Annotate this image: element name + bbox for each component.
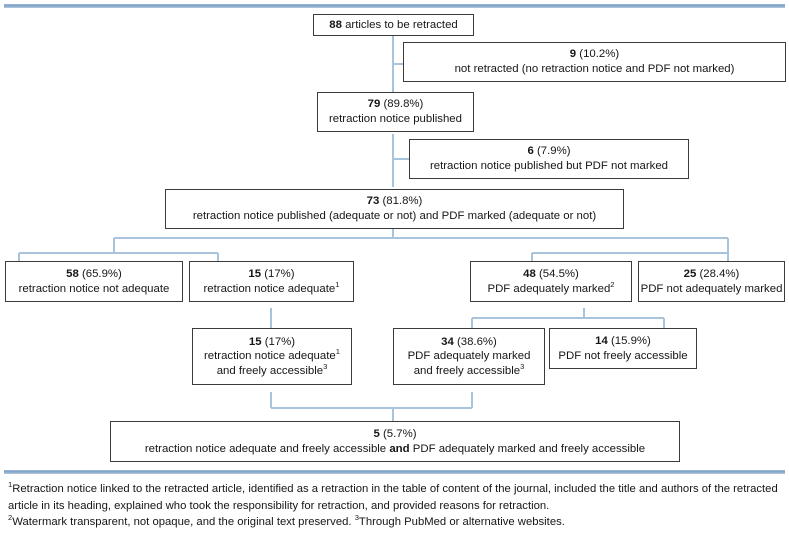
node-final-both-adequate-and-free[interactable]: 5 (5.7%) retraction notice adequate and … xyxy=(110,421,680,462)
node-notice-published-pdf-not-marked[interactable]: 6 (7.9%) retraction notice published but… xyxy=(409,139,689,179)
node-notice-published-and-pdf-marked-line1: 73 (81.8%) xyxy=(366,195,423,208)
node-final-line2: retraction notice adequate and freely ac… xyxy=(144,442,646,455)
node-pdf-adequately-marked-line1: 48 (54.5%) xyxy=(523,267,579,280)
node-total-articles-line1: 88 articles to be retracted xyxy=(329,18,458,31)
footnote-2-and-3: 2Watermark transparent, not opaque, and … xyxy=(8,514,784,531)
footnote-1-marker: 1 xyxy=(8,480,13,490)
node-pdf-adequately-marked-line2: PDF adequately marked2 xyxy=(487,279,615,295)
node-retraction-notice-published[interactable]: 79 (89.8%) retraction notice published xyxy=(317,92,474,132)
footnotes-block: 1Retraction notice linked to the retract… xyxy=(8,481,784,531)
footnote-ref-1: 1 xyxy=(335,279,340,289)
node-notice-adequate-and-freely-accessible[interactable]: 15 (17%) retraction notice adequate1 and… xyxy=(192,328,352,385)
node-retraction-notice-published-line2: retraction notice published xyxy=(329,113,462,125)
footnote-1-text: Retraction notice linked to the retracte… xyxy=(8,483,778,512)
node-retraction-notice-adequate-line2: retraction notice adequate1 xyxy=(203,279,340,295)
node-notice-adequate-free-line3: and freely accessible3 xyxy=(216,362,328,377)
node-retraction-notice-adequate-line1: 15 (17%) xyxy=(248,267,295,280)
footnote-2-text: Watermark transparent, not opaque, and t… xyxy=(12,516,355,529)
node-total-articles[interactable]: 88 articles to be retracted xyxy=(313,14,474,36)
footnote-ref-2: 2 xyxy=(610,279,615,289)
node-not-retracted[interactable]: 9 (10.2%) not retracted (no retraction n… xyxy=(403,42,786,82)
footnote-ref-1: 1 xyxy=(335,347,340,357)
top-divider-rule xyxy=(4,4,785,8)
node-notice-adequate-free-line2: retraction notice adequate1 xyxy=(204,347,340,363)
node-retraction-notice-published-line1: 79 (89.8%) xyxy=(367,98,424,111)
node-pdf-adequately-marked[interactable]: 48 (54.5%) PDF adequately marked2 xyxy=(470,261,632,302)
node-pdf-marked-free-line3: and freely accessible3 xyxy=(413,362,525,377)
node-pdf-not-freely-accessible[interactable]: 14 (15.9%) PDF not freely accessible xyxy=(549,328,697,369)
node-pdf-not-adequately-marked-line1: 25 (28.4%) xyxy=(683,267,740,280)
bottom-divider-rule xyxy=(4,470,785,474)
node-pdf-adequately-marked-and-freely-accessible[interactable]: 34 (38.6%) PDF adequately marked and fre… xyxy=(393,328,545,385)
footnote-3-text: Through PubMed or alternative websites. xyxy=(358,516,565,529)
footnote-2-marker: 2 xyxy=(8,513,13,523)
node-pdf-not-free-line2: PDF not freely accessible xyxy=(558,349,688,362)
node-pdf-marked-free-line1: 34 (38.6%) xyxy=(441,335,497,348)
footnote-1: 1Retraction notice linked to the retract… xyxy=(8,481,784,514)
node-not-retracted-line1: 9 (10.2%) xyxy=(569,48,620,61)
footnote-3-marker: 3 xyxy=(354,513,359,523)
node-notice-published-pdf-not-marked-line2: retraction notice published but PDF not … xyxy=(429,160,669,172)
node-pdf-not-free-line1: 14 (15.9%) xyxy=(595,334,651,347)
node-retraction-notice-not-adequate-line1: 58 (65.9%) xyxy=(66,267,122,280)
node-notice-published-and-pdf-marked[interactable]: 73 (81.8%) retraction notice published (… xyxy=(165,189,624,229)
node-retraction-notice-not-adequate[interactable]: 58 (65.9%) retraction notice not adequat… xyxy=(5,261,183,302)
node-final-line1: 5 (5.7%) xyxy=(373,427,417,440)
node-pdf-not-adequately-marked[interactable]: 25 (28.4%) PDF not adequately marked xyxy=(638,261,785,302)
node-notice-published-and-pdf-marked-line2: retraction notice published (adequate or… xyxy=(192,210,597,222)
node-notice-adequate-free-line1: 15 (17%) xyxy=(248,335,296,348)
node-notice-published-pdf-not-marked-line1: 6 (7.9%) xyxy=(527,145,571,158)
node-retraction-notice-adequate[interactable]: 15 (17%) retraction notice adequate1 xyxy=(189,261,354,302)
node-retraction-notice-not-adequate-line2: retraction notice not adequate xyxy=(18,282,170,295)
footnote-ref-3: 3 xyxy=(323,362,328,371)
footnote-ref-3: 3 xyxy=(520,362,525,371)
node-pdf-marked-free-line2: PDF adequately marked xyxy=(407,350,531,363)
node-not-retracted-line2: not retracted (no retraction notice and … xyxy=(454,63,735,75)
node-pdf-not-adequately-marked-line2: PDF not adequately marked xyxy=(640,282,783,295)
